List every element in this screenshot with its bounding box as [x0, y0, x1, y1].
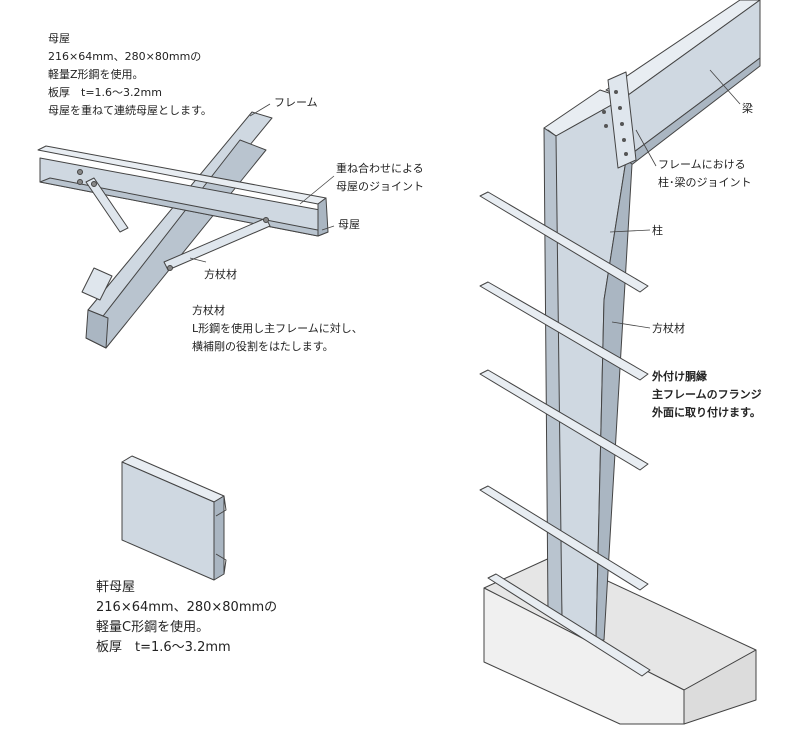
label-frame-joint: フレームにおける 柱･梁のジョイント: [658, 156, 752, 192]
bolt: [263, 217, 269, 223]
label-brace: 方杖材: [204, 268, 237, 281]
brace-left: [85, 177, 129, 233]
label-purlin-joint: 重ね合わせによる 母屋のジョイント: [336, 160, 424, 196]
bolt: [167, 265, 173, 271]
label-frame-joint-line1: フレームにおける: [658, 158, 746, 171]
label-column: 柱: [652, 224, 663, 237]
eave-title: 軒母屋: [96, 580, 136, 595]
eave-size: 216×64mm、280×80mmの: [96, 600, 278, 615]
c-section-drawing: [121, 455, 227, 581]
label-beam: 梁: [742, 102, 753, 115]
brace-role: 横補剛の役割をはたします。: [192, 340, 334, 353]
girt-4: [479, 485, 649, 591]
label-frame: フレーム: [274, 96, 318, 109]
leader-lines-right: [609, 69, 741, 329]
bolt: [77, 179, 83, 185]
girt-1: [479, 191, 649, 293]
label-girt-line3: 外面に取り付けます。: [652, 406, 761, 419]
c-section-lip-return: [215, 495, 227, 517]
eave-sill: [487, 573, 651, 677]
purlin-note: 母屋を重ねて連続母屋とします。: [48, 104, 212, 117]
brace-material: L形鋼を使用し主フレームに対し、: [192, 322, 363, 335]
girt-2: [479, 281, 649, 381]
purlin-joint-drawing: [37, 111, 329, 349]
label-brace-right: 方杖材: [652, 322, 685, 335]
label-girt-line1: 外付け胴縁: [652, 370, 707, 383]
portal-frame-drawing: [479, 0, 761, 725]
label-purlin-joint-line1: 重ね合わせによる: [336, 162, 424, 175]
purlin-title: 母屋: [48, 32, 70, 45]
frame-web: [85, 309, 109, 349]
purlin-size: 216×64mm、280×80mmの: [48, 50, 202, 63]
leader-lines-left: [189, 103, 335, 263]
brace-title: 方杖材: [192, 304, 225, 317]
bolt: [77, 169, 83, 175]
eave-purlin-description: 軒母屋 216×64mm、280×80mmの 軽量C形鋼を使用。 板厚 t=1.…: [96, 578, 277, 658]
c-section-lip-return-bottom: [215, 553, 227, 575]
c-section-flange: [213, 495, 225, 581]
splice-bolts: [602, 90, 628, 156]
label-purlin-joint-line2: 母屋のジョイント: [336, 180, 424, 193]
bolt: [91, 181, 97, 187]
purlin-description: 母屋 216×64mm、280×80mmの 軽量Z形鋼を使用。 板厚 t=1.6…: [48, 30, 212, 120]
concrete-base-front: [483, 587, 685, 725]
frame-lower-flange: [81, 267, 113, 301]
label-purlin: 母屋: [338, 218, 360, 231]
label-girt-line2: 主フレームのフランジ: [652, 388, 762, 401]
label-girt: 外付け胴縁 主フレームのフランジ 外面に取り付けます。: [652, 368, 762, 422]
label-frame-joint-line2: 柱･梁のジョイント: [658, 176, 752, 189]
girt-3: [479, 369, 649, 471]
purlin-material: 軽量Z形鋼を使用。: [48, 68, 144, 81]
splice-plate: [607, 71, 637, 169]
eave-thickness: 板厚 t=1.6〜3.2mm: [96, 640, 231, 655]
purlin-thickness: 板厚 t=1.6〜3.2mm: [48, 86, 162, 99]
eave-material: 軽量C形鋼を使用。: [96, 620, 210, 635]
brace-description: 方杖材 L形鋼を使用し主フレームに対し、 横補剛の役割をはたします。: [192, 302, 363, 356]
concrete-base-side: [683, 649, 757, 725]
purlin-end: [317, 197, 329, 237]
